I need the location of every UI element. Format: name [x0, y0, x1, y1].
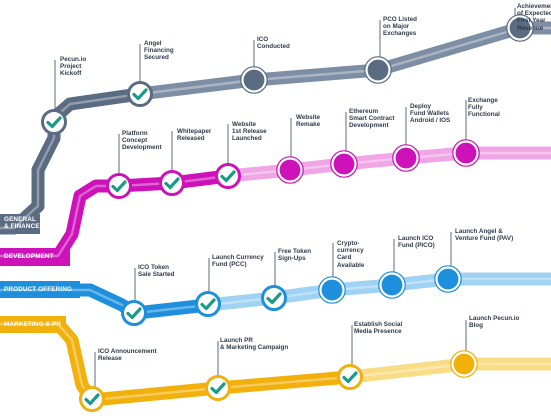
- milestone-pending-marker: [365, 57, 391, 83]
- milestone-complete-marker: [195, 291, 221, 317]
- milestone-label: PCO Listed on Major Exchanges: [383, 16, 417, 38]
- milestone-pending-marker: [507, 15, 533, 41]
- milestone-label: ICO Conducted: [257, 36, 290, 51]
- line-general-stripe: [0, 26, 551, 230]
- milestone-label: Launch ICO Fund (PICO): [398, 235, 435, 250]
- checkmark-icon: [46, 116, 62, 129]
- milestone-label: ICO Token Sale Started: [138, 264, 175, 279]
- milestone-label: ICO Announcement Release: [98, 348, 157, 363]
- track-label-marketing: MARKETING & PR: [4, 321, 62, 328]
- milestone-complete-marker: [261, 285, 287, 311]
- milestone-pending-marker: [277, 157, 303, 183]
- checkmark-icon: [220, 170, 236, 183]
- track-label-development: DEVELOPMENT: [4, 253, 54, 260]
- checkmark-icon: [164, 177, 180, 190]
- milestone-pending-ring: [452, 139, 480, 167]
- checkmark-icon: [126, 307, 142, 320]
- line-marketing-done: [0, 317, 351, 407]
- milestone-pending-ring: [392, 144, 420, 172]
- milestone-pending-marker: [379, 272, 405, 298]
- milestone-label: Achievement of Expected First Year Reven…: [517, 3, 551, 32]
- milestone-label: Crypto- currency Card Available: [337, 240, 365, 269]
- track-label-general: GENERAL & FINANCE: [4, 216, 40, 231]
- milestone-pending-ring: [506, 14, 534, 42]
- line-product-stripe: [0, 277, 551, 315]
- milestone-pending-ring: [434, 265, 462, 293]
- milestone-pending-marker: [393, 145, 419, 171]
- milestone-label: Angel Financing Secured: [144, 40, 174, 62]
- milestone-complete-marker: [205, 375, 231, 401]
- milestone-pending-ring: [378, 271, 406, 299]
- milestone-label: Whitepaper Released: [177, 128, 212, 143]
- track-label-product: PRODUCT OFFERING: [4, 286, 72, 293]
- line-general-done: [0, 87, 141, 235]
- milestone-pending-ring: [276, 156, 304, 184]
- milestone-complete-marker: [79, 386, 105, 412]
- checkmark-icon: [342, 371, 358, 384]
- milestone-label: Platform Concept Development: [122, 130, 162, 152]
- milestone-label: Launch Angel & Venture Fund (PAV): [455, 228, 514, 243]
- checkmark-icon: [84, 393, 100, 406]
- checkmark-icon: [266, 292, 282, 305]
- milestone-pending-marker: [319, 277, 345, 303]
- milestone-pending-ring: [318, 276, 346, 304]
- milestone-label: Launch Pecun.io Blog: [469, 315, 520, 330]
- milestone-pending-ring: [364, 56, 392, 84]
- milestone-label: Ethereum Smart Contract Development: [349, 108, 395, 130]
- milestone-pending-ring: [450, 350, 478, 378]
- milestone-complete-marker: [121, 300, 147, 326]
- milestone-pending-marker: [241, 67, 267, 93]
- milestone-complete-marker: [337, 364, 363, 390]
- milestone-pending-ring: [330, 150, 358, 178]
- milestone-complete-marker: [159, 170, 185, 196]
- milestone-label: Establish Social Media Presence: [354, 321, 403, 336]
- milestone-complete-marker: [41, 109, 67, 135]
- checkmark-icon: [132, 88, 148, 101]
- milestone-label: Pecun.io Project Kickoff: [60, 56, 87, 78]
- milestone-pending-marker: [453, 140, 479, 166]
- milestone-pending-marker: [451, 351, 477, 377]
- milestone-complete-marker: [106, 173, 132, 199]
- milestone-pending-marker: [435, 266, 461, 292]
- checkmark-icon: [111, 180, 127, 193]
- milestone-pending-marker: [331, 151, 357, 177]
- checkmark-icon: [200, 298, 216, 311]
- milestone-pending-ring: [240, 66, 268, 94]
- milestone-complete-marker: [215, 163, 241, 189]
- milestone-label: Free Token Sign-Ups: [278, 248, 312, 263]
- milestone-label: Website 1st Release Launched: [232, 121, 267, 143]
- milestone-label: Launch PR & Marketing Campaign: [220, 337, 289, 352]
- checkmark-icon: [210, 382, 226, 395]
- milestone-label: Website Remake: [296, 114, 321, 129]
- milestone-label: Deploy Fund Wallets Android / IOS: [410, 103, 451, 125]
- line-product-done: [0, 283, 209, 320]
- milestone-label: Exchange Fully Functional: [468, 97, 500, 119]
- milestone-complete-marker: [127, 81, 153, 107]
- milestone-label: Launch Currency Fund (PCC): [212, 254, 264, 269]
